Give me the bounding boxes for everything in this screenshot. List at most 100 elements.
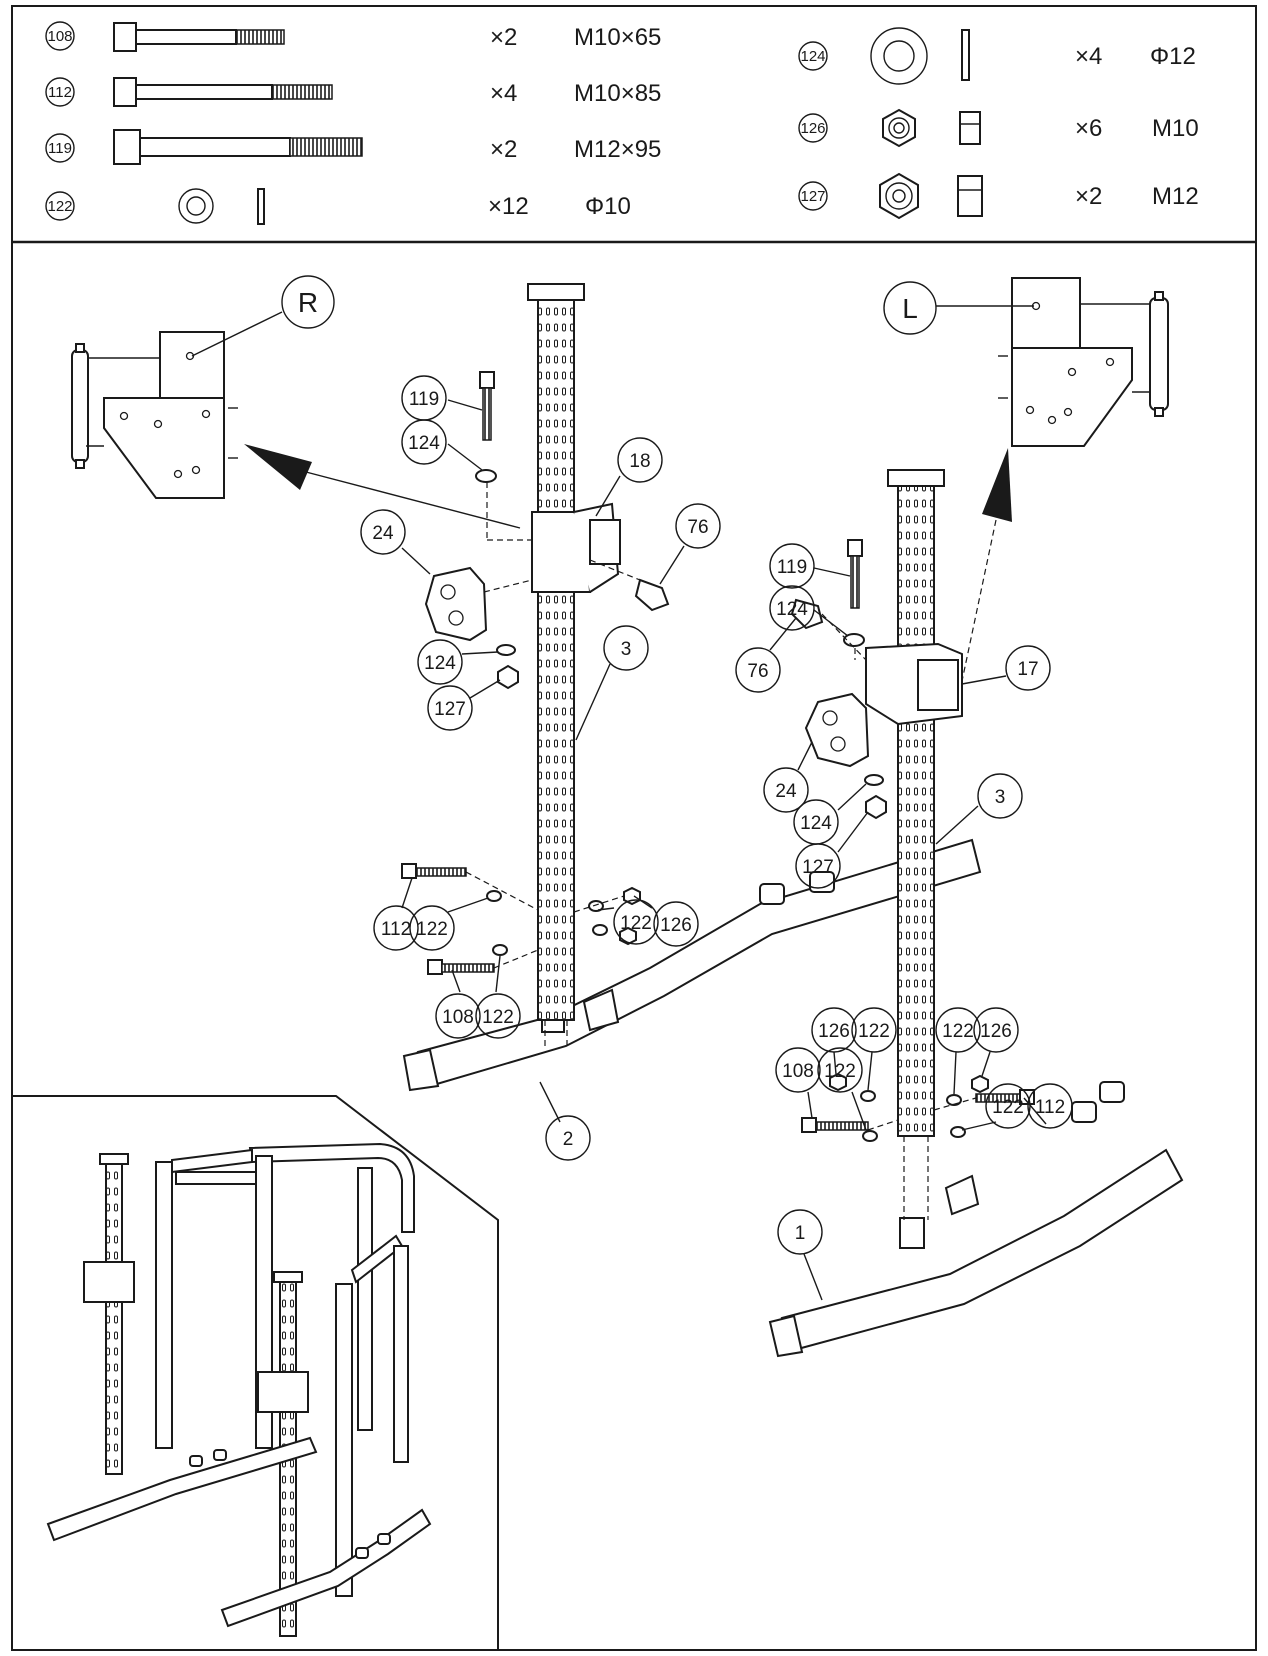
hardware-quantity: ×2 bbox=[490, 136, 517, 163]
hardware-row-122: 122 ×12 Φ10 bbox=[45, 188, 631, 225]
callout: 24 bbox=[763, 741, 813, 813]
hardware-spec: M12×95 bbox=[574, 136, 661, 163]
nut-icon bbox=[882, 108, 916, 148]
svg-text:2: 2 bbox=[563, 1129, 574, 1150]
callout: 3 bbox=[575, 625, 649, 741]
callout: 124 bbox=[793, 783, 867, 845]
callout: 126 bbox=[973, 1007, 1019, 1077]
nut-side-icon bbox=[957, 175, 983, 217]
svg-text:1: 1 bbox=[795, 1223, 806, 1244]
hardware-part-number: 124 bbox=[800, 48, 825, 65]
hardware-part-number: 108 bbox=[47, 28, 72, 45]
detail-label-l: L bbox=[902, 293, 918, 324]
callout: 108 bbox=[775, 1047, 821, 1119]
hardware-row-126: 126 ×6 M10 bbox=[798, 108, 1199, 148]
hardware-row-108: 108 ×2 M10×65 bbox=[45, 21, 661, 52]
hardware-part-number: 119 bbox=[48, 140, 72, 157]
callout: 124 bbox=[769, 585, 849, 637]
detail-view-r: R bbox=[71, 275, 521, 529]
bolt-shank-icon bbox=[139, 137, 291, 157]
detail-label-r: R bbox=[298, 287, 318, 318]
detail-view-l: L bbox=[883, 277, 1169, 701]
bolt-shank-icon bbox=[135, 29, 237, 45]
hardware-part-number: 122 bbox=[47, 198, 72, 215]
bolt-thread-icon bbox=[235, 29, 285, 45]
svg-text:122: 122 bbox=[620, 913, 652, 934]
svg-text:122: 122 bbox=[416, 919, 448, 940]
callout: 127 bbox=[427, 679, 501, 731]
svg-text:122: 122 bbox=[858, 1021, 890, 1042]
callout: 122 bbox=[935, 1007, 981, 1095]
callout: 122 bbox=[475, 955, 521, 1039]
callout: 76 bbox=[659, 503, 721, 585]
svg-text:122: 122 bbox=[482, 1007, 514, 1028]
svg-text:124: 124 bbox=[424, 653, 456, 674]
washer-icon bbox=[870, 27, 928, 85]
callout: 122 bbox=[597, 899, 659, 945]
svg-text:18: 18 bbox=[629, 451, 650, 472]
svg-text:127: 127 bbox=[434, 699, 466, 720]
callout: 119 bbox=[401, 375, 483, 421]
callout: 24 bbox=[360, 509, 431, 575]
hardware-quantity: ×2 bbox=[1075, 183, 1102, 210]
hardware-spec: M10×85 bbox=[574, 80, 661, 107]
washer-side-icon bbox=[961, 29, 970, 81]
svg-text:126: 126 bbox=[818, 1021, 850, 1042]
callout: 119 bbox=[769, 543, 851, 589]
svg-text:126: 126 bbox=[660, 915, 692, 936]
svg-text:3: 3 bbox=[995, 787, 1006, 808]
callout: 108 bbox=[435, 969, 481, 1039]
svg-text:122: 122 bbox=[942, 1021, 974, 1042]
hardware-spec: Φ12 bbox=[1150, 43, 1196, 70]
callout: 122 bbox=[817, 1047, 867, 1131]
svg-text:124: 124 bbox=[776, 599, 808, 620]
detail-arrow-r bbox=[244, 444, 312, 490]
svg-text:112: 112 bbox=[381, 919, 411, 940]
svg-text:119: 119 bbox=[777, 557, 807, 578]
washer-side-icon bbox=[257, 188, 265, 225]
callout: 76 bbox=[735, 617, 797, 693]
hardware-spec: M12 bbox=[1152, 183, 1199, 210]
bolt-head-icon bbox=[113, 129, 141, 165]
bolt-thread-icon bbox=[271, 84, 333, 100]
callout: 124 bbox=[401, 419, 483, 471]
hardware-part-number: 112 bbox=[48, 84, 72, 101]
callout: 112 bbox=[1023, 1083, 1073, 1129]
svg-text:127: 127 bbox=[802, 857, 834, 878]
svg-text:3: 3 bbox=[621, 639, 632, 660]
hardware-quantity: ×2 bbox=[490, 24, 517, 51]
bolt-shank-icon bbox=[135, 84, 273, 100]
svg-text:124: 124 bbox=[408, 433, 440, 454]
hardware-row-119: 119 ×2 M12×95 bbox=[45, 129, 661, 165]
callout: 112 bbox=[373, 877, 419, 951]
callout: 124 bbox=[417, 639, 499, 685]
hardware-quantity: ×4 bbox=[490, 80, 517, 107]
upright-assembly-right bbox=[401, 283, 982, 1092]
callout: 17 bbox=[961, 645, 1051, 691]
callout: 3 bbox=[935, 773, 1023, 845]
hardware-spec: M10×65 bbox=[574, 24, 661, 51]
bolt-head-icon bbox=[113, 77, 137, 107]
svg-text:122: 122 bbox=[992, 1097, 1024, 1118]
svg-text:112: 112 bbox=[1035, 1097, 1065, 1118]
svg-text:126: 126 bbox=[980, 1021, 1012, 1042]
hardware-list-right: 124 ×4 Φ12 126 ×6 M10 127 ×2 bbox=[798, 27, 1199, 220]
svg-text:24: 24 bbox=[372, 523, 394, 544]
svg-text:76: 76 bbox=[747, 661, 768, 682]
hardware-row-112: 112 ×4 M10×85 bbox=[45, 77, 661, 107]
callout: 1 bbox=[777, 1209, 823, 1301]
callout: 126 bbox=[633, 895, 699, 947]
svg-text:124: 124 bbox=[800, 813, 832, 834]
callout: 126 bbox=[811, 1007, 857, 1075]
washer-icon bbox=[178, 188, 214, 224]
callout: 122 bbox=[409, 897, 489, 951]
hardware-row-124: 124 ×4 Φ12 bbox=[798, 27, 1196, 85]
hardware-spec: M10 bbox=[1152, 115, 1199, 142]
hardware-list-left: 108 ×2 M10×65 112 ×4 M10×85 119 ×2 M12×9… bbox=[45, 21, 661, 225]
detail-label-circle bbox=[883, 281, 937, 335]
hardware-row-127: 127 ×2 M12 bbox=[798, 172, 1199, 220]
svg-text:122: 122 bbox=[824, 1061, 856, 1082]
page-border bbox=[11, 5, 1257, 1651]
hardware-part-number: 126 bbox=[800, 120, 825, 137]
